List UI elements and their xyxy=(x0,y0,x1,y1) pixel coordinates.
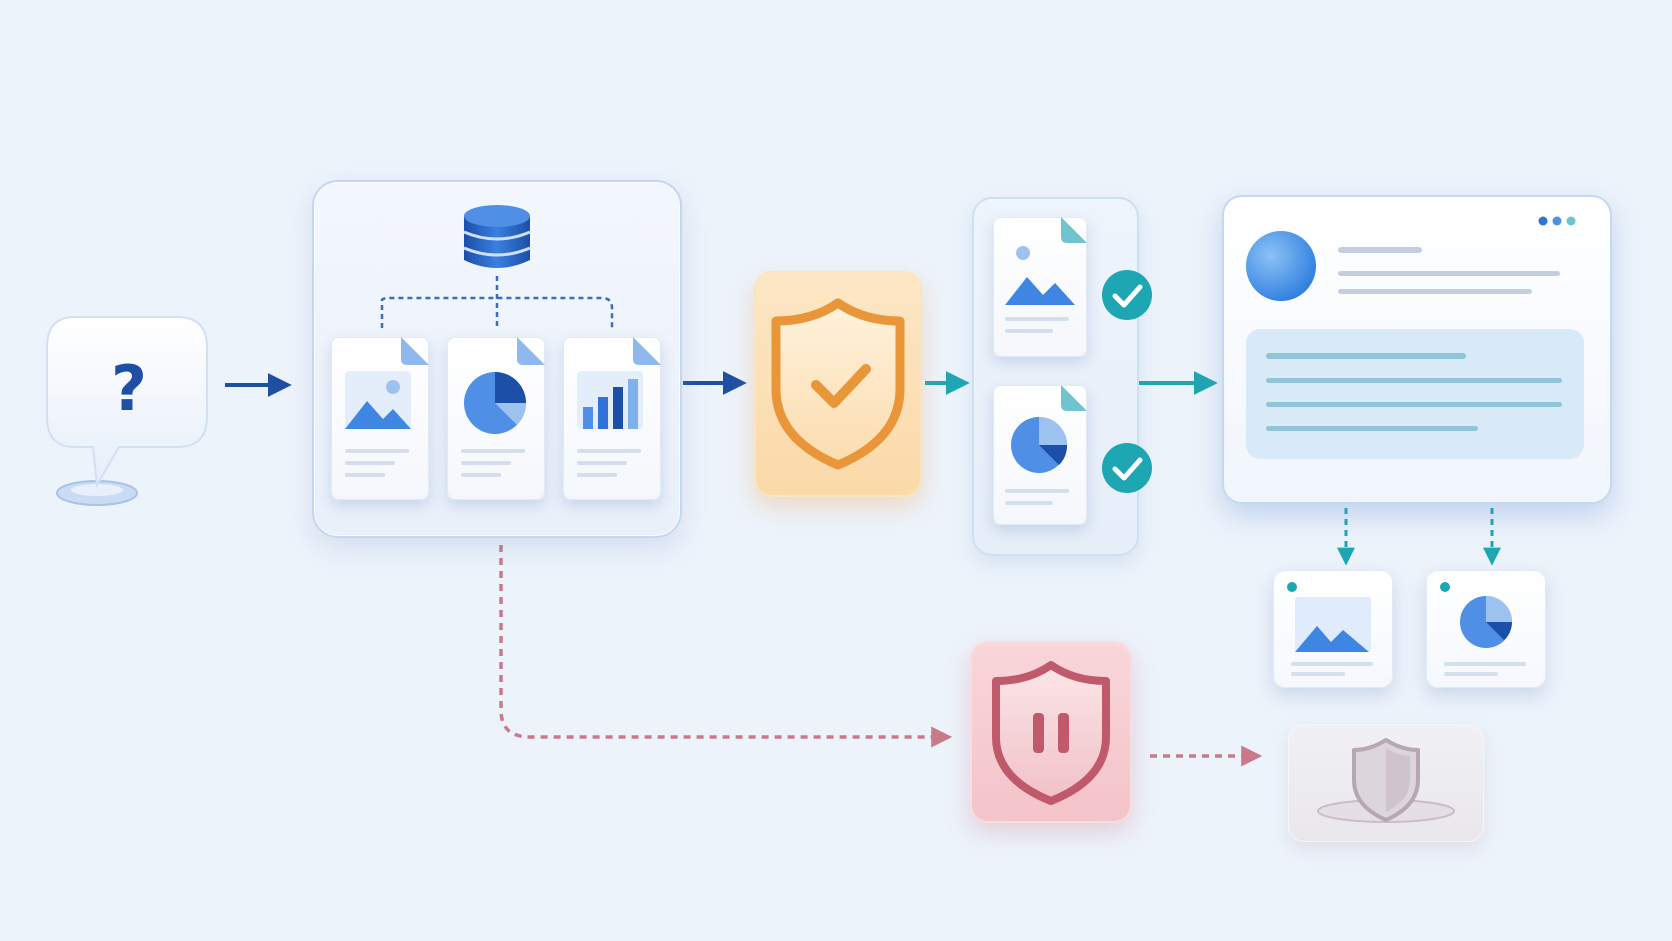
image-document-icon xyxy=(1005,217,1087,333)
arrow-response-to-outputs xyxy=(1337,508,1501,566)
check-circle-icon xyxy=(1102,443,1152,493)
shield-check-icon xyxy=(771,298,905,470)
pie-chart-document xyxy=(447,337,545,500)
image-document-icon xyxy=(345,337,429,477)
image-document xyxy=(331,337,429,500)
pie-chart-document-icon xyxy=(1005,385,1087,505)
output-image-card xyxy=(1273,570,1393,688)
bar-chart-document xyxy=(563,337,661,500)
response-window xyxy=(1222,195,1612,504)
verified-pie-document xyxy=(993,385,1087,525)
shield-pause-icon xyxy=(992,661,1110,805)
response-window-icon xyxy=(1246,216,1584,459)
bar-chart-document-icon xyxy=(577,337,661,477)
output-pie-card xyxy=(1426,570,1546,688)
retrieval-contents xyxy=(380,205,614,328)
question-bubble-icon: ? xyxy=(46,316,208,506)
blocked-node xyxy=(970,641,1132,823)
verified-image-document xyxy=(993,217,1087,357)
faded-shield-icon xyxy=(1317,738,1455,823)
svg-text:?: ? xyxy=(111,352,147,425)
pie-chart-card-icon xyxy=(1440,582,1526,676)
disabled-node xyxy=(1288,724,1484,842)
check-circle-icon xyxy=(1102,270,1152,320)
pie-chart-document-icon xyxy=(461,337,545,477)
verification-node xyxy=(754,271,922,497)
image-card-icon xyxy=(1287,582,1373,676)
query-node: ? xyxy=(45,315,215,510)
database-icon xyxy=(463,205,531,268)
database-tree-lines xyxy=(380,276,614,328)
arrow-retrieval-to-blocked xyxy=(499,545,953,748)
